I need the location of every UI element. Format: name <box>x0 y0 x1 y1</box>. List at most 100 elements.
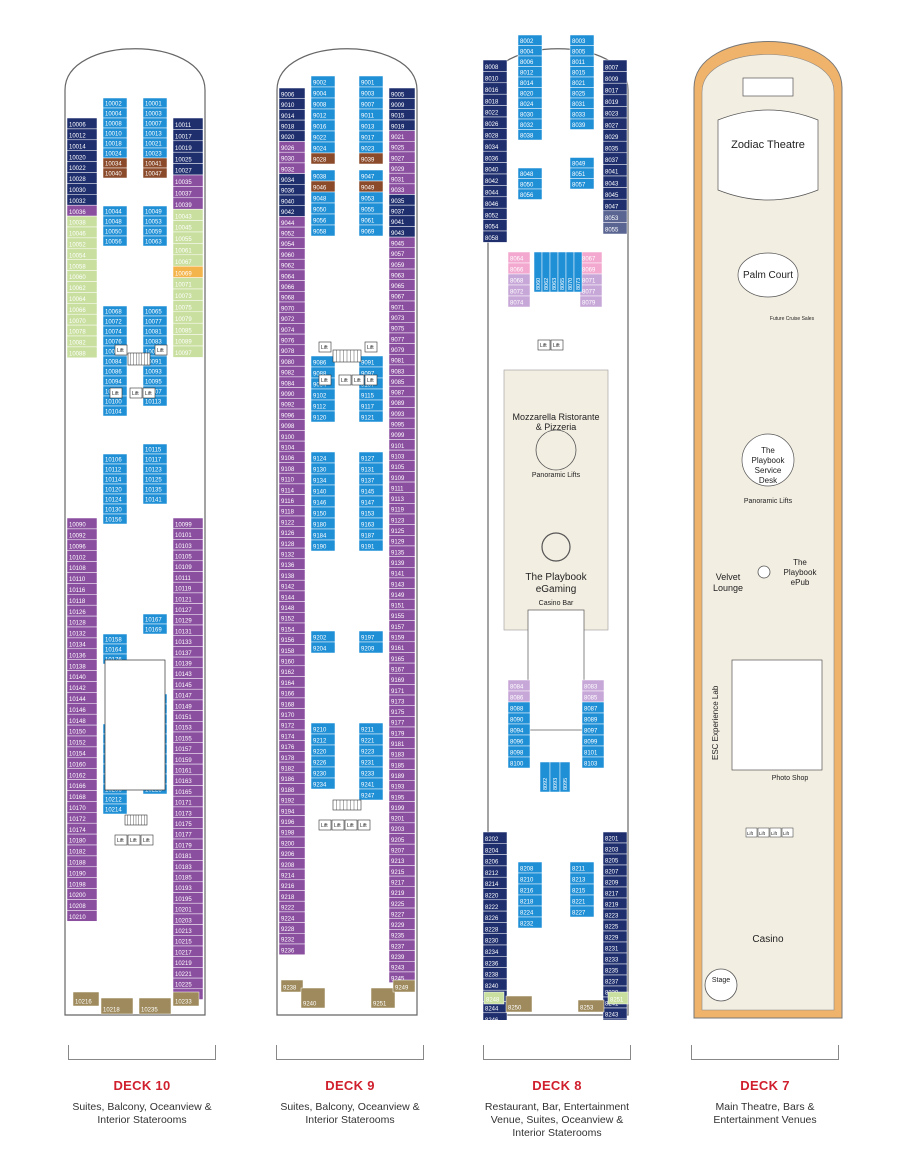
inner-port-stateroom <box>102 405 128 417</box>
cabin-number: 10174 <box>69 828 86 834</box>
cabin-number: 9012 <box>313 114 327 120</box>
cabin-number: 10110 <box>69 577 86 583</box>
cabin-number: 10147 <box>175 694 192 700</box>
cabin-number: 9031 <box>391 178 405 184</box>
cabin-number: 10037 <box>175 192 192 198</box>
cabin-number: 8209 <box>605 881 619 887</box>
cabin-number: 9208 <box>281 863 295 869</box>
cabin-number: 10150 <box>69 730 86 736</box>
aft-suite <box>577 999 605 1013</box>
cabin-number: 9015 <box>391 114 405 120</box>
cabin-number: 10036 <box>69 210 86 216</box>
cabin-number: 8067 <box>582 257 596 263</box>
cabin-number: 10089 <box>175 340 192 346</box>
cabin-number: 10126 <box>69 610 86 616</box>
lift-label: Lift <box>112 391 119 397</box>
cabin-number: 10149 <box>175 704 192 710</box>
cabin-number: 8240 <box>485 984 499 990</box>
cabin-number: 9085 <box>391 380 405 386</box>
cabin-number: 10171 <box>175 801 192 807</box>
cabin-number: 8225 <box>605 925 619 931</box>
cabin-number: 9080 <box>281 360 295 366</box>
cabin-number: 9235 <box>391 934 405 940</box>
cabin-number: 10096 <box>69 544 86 550</box>
cabin-number: 8204 <box>485 848 499 854</box>
cabin-number: 10044 <box>105 210 122 216</box>
palm-court-label: Palm Court <box>743 270 793 281</box>
cabin-number: 10079 <box>175 317 192 323</box>
cabin-number: 9065 <box>391 284 405 290</box>
hull-interior <box>701 54 835 1011</box>
cabin-number: 10177 <box>175 833 192 839</box>
cabin-number: 10093 <box>145 370 162 376</box>
cabin-number: 8072 <box>510 290 524 296</box>
cabin-number: 10038 <box>69 221 86 227</box>
lift-label: Lift <box>553 343 560 349</box>
cabin-number: 9224 <box>281 916 295 922</box>
service-desk <box>741 433 795 487</box>
cabin-number: 9221 <box>361 739 375 745</box>
cabin-number: 9219 <box>391 891 405 897</box>
cabin-number: 8002 <box>520 39 534 45</box>
cabin-number: 9039 <box>361 158 375 164</box>
cabin-number: 8218 <box>520 900 534 906</box>
cabin-number: 8093 <box>553 778 559 790</box>
cabin-number: 10182 <box>69 850 86 856</box>
cabin-number: 8036 <box>485 156 499 162</box>
cabin-number: 9200 <box>281 841 295 847</box>
cabin-number: 9071 <box>391 305 405 311</box>
cabin-number: 9234 <box>313 783 327 789</box>
deck-10-bracket <box>68 1045 216 1060</box>
inner-port-stateroom <box>310 152 336 165</box>
cabin-number: 9016 <box>313 125 327 131</box>
cabin-number: 9020 <box>281 135 295 141</box>
deck-7-description: Main Theatre, Bars & Entertainment Venue… <box>713 1101 817 1126</box>
cabin-number: 9001 <box>361 81 375 87</box>
lift <box>318 819 332 831</box>
cabin-number: 9206 <box>281 852 295 858</box>
cabin-number: 9223 <box>361 750 375 756</box>
cabin-number: 10124 <box>105 498 122 504</box>
cabin-number: 8048 <box>520 172 534 178</box>
aft-suite <box>100 997 134 1015</box>
cabin-number: 10162 <box>69 773 86 779</box>
cabin-number: 10105 <box>175 555 192 561</box>
panoramic-lift-ring <box>535 429 577 471</box>
inner-stbd-stateroom <box>142 623 168 635</box>
cabin-number: 9102 <box>313 394 327 400</box>
cabin-number: 9128 <box>281 542 295 548</box>
cabin-number: 10112 <box>105 468 122 474</box>
cabin-number: 8212 <box>485 871 499 877</box>
cabin-number: 10183 <box>175 865 192 871</box>
inner-port-stateroom <box>310 224 336 237</box>
cabin-number: 8233 <box>605 958 619 964</box>
lift <box>114 834 128 846</box>
cabin-number: 9180 <box>313 523 327 529</box>
deck-9-description: Suites, Balcony, Oceanview & Interior St… <box>280 1101 420 1126</box>
cabin-number: 8064 <box>510 257 524 263</box>
deck-8-bracket <box>483 1045 631 1060</box>
aft-suite <box>172 991 200 1007</box>
cabin-number: 9021 <box>391 135 405 141</box>
cabin-number: 10188 <box>69 861 86 867</box>
cabin-number: 9159 <box>391 636 405 642</box>
cabin-number: 9003 <box>361 92 375 98</box>
velvet-label: Lounge <box>713 583 743 593</box>
cabin-number: 9042 <box>281 210 295 216</box>
cabin-number: 10217 <box>175 950 192 956</box>
cabin-number: 10064 <box>69 297 86 303</box>
cabin-number: 9136 <box>281 563 295 569</box>
cabin-number: 10021 <box>145 142 162 148</box>
cabin-number: 9152 <box>281 617 295 623</box>
deck-10-legend: DECK 10 Suites, Balcony, Oceanview & Int… <box>62 1045 222 1127</box>
cabin-number: 9074 <box>281 328 295 334</box>
cabin-number: 10066 <box>69 308 86 314</box>
cabin-number: 10215 <box>175 940 192 946</box>
cabin-number: 8050 <box>520 183 534 189</box>
cabin-number: 10032 <box>69 199 86 205</box>
cabin-number: 10011 <box>175 123 192 129</box>
